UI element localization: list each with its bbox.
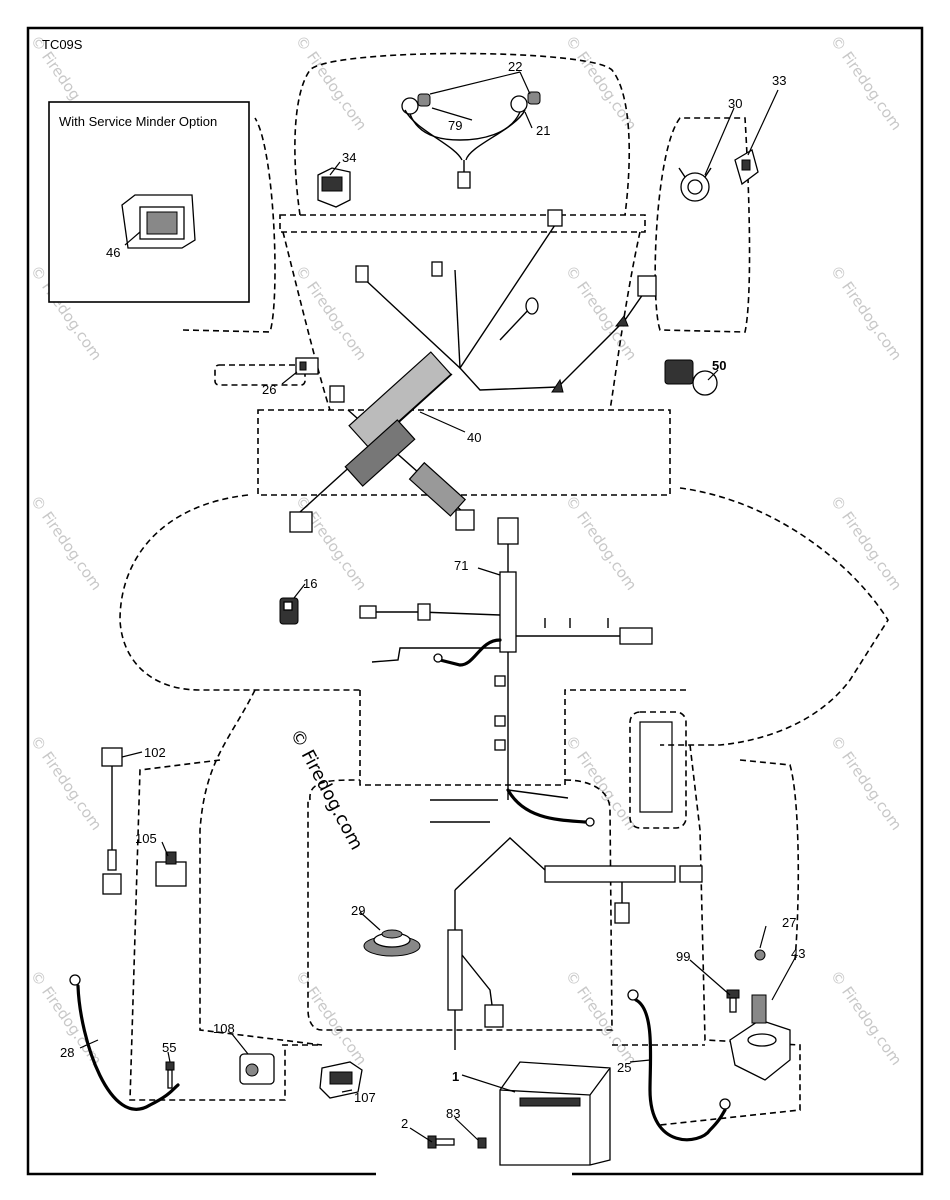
watermark-tile: © Firedog.com [827, 492, 906, 594]
headlight-harness-icon [401, 91, 541, 189]
label-2: 2 [401, 1116, 408, 1131]
diagram-code: TC09S [42, 37, 83, 52]
plunger-switch-icon [664, 359, 718, 396]
leader-lines [79, 71, 796, 1143]
fuse-holder-outline [214, 364, 306, 386]
watermark-tile: © Firedog.com [27, 492, 106, 594]
label-79: 79 [448, 118, 462, 133]
watermark-tile: © Firedog.com [827, 732, 906, 834]
rubber-boot-icon [363, 929, 421, 957]
watermark-tile: © Firedog.com [27, 732, 106, 834]
label-1: 1 [452, 1069, 459, 1084]
watermark-tile: © Firedog.com [562, 262, 641, 364]
label-29: 29 [351, 903, 365, 918]
label-16: 16 [303, 576, 317, 591]
starter-solenoid-icon [239, 1053, 275, 1085]
fuel-tank-outline [629, 711, 687, 829]
battery-cable-icon [627, 989, 731, 1142]
label-30: 30 [728, 96, 742, 111]
chassis-harness [359, 517, 653, 827]
watermark-tile: © Firedog.com [827, 967, 906, 1069]
starter-motor-icon [726, 949, 791, 1081]
watermark-tile: © Firedog.com [827, 262, 906, 364]
ground-cable-icon [69, 974, 180, 1111]
label-71: 71 [454, 558, 468, 573]
label-26: 26 [262, 382, 276, 397]
label-99: 99 [676, 949, 690, 964]
watermark-tile: © Firedog.com [562, 32, 641, 134]
fuse-icon [295, 357, 319, 375]
label-34: 34 [342, 150, 356, 165]
bolt-icon [165, 1061, 175, 1089]
hour-meter-icon [121, 194, 196, 249]
label-107: 107 [354, 1090, 376, 1105]
label-25: 25 [617, 1060, 631, 1075]
relay-icon [279, 597, 299, 625]
label-55: 55 [162, 1040, 176, 1055]
switch-harness-icon [101, 747, 123, 895]
label-33: 33 [772, 73, 786, 88]
inset-title: With Service Minder Option [59, 114, 217, 129]
label-108: 108 [213, 1021, 235, 1036]
watermark-tile: © Firedog.com [562, 732, 641, 834]
label-21: 21 [536, 123, 550, 138]
label-22: 22 [508, 59, 522, 74]
label-83: 83 [446, 1106, 460, 1121]
label-43: 43 [791, 946, 805, 961]
label-40: 40 [467, 430, 481, 445]
part-labels: 22 79 21 30 33 34 46 50 26 40 71 16 102 … [60, 59, 805, 1131]
regulator-icon [319, 1061, 363, 1099]
main-wire-harness [289, 209, 657, 533]
switch-icon [317, 167, 351, 208]
watermark-tile: © Firedog.com [827, 32, 906, 134]
label-105: 105 [135, 831, 157, 846]
label-46: 46 [106, 245, 120, 260]
watermark-tile: © Firedog.com [292, 967, 371, 1069]
nut-icon [477, 1137, 487, 1149]
ignition-switch-icon [678, 167, 712, 202]
service-minder-inset: With Service Minder Option [48, 101, 250, 303]
watermark-tile: © Firedog.com [562, 492, 641, 594]
battery-icon [499, 1061, 611, 1166]
frame-gap [376, 1168, 572, 1178]
label-102: 102 [144, 745, 166, 760]
rear-harness [447, 837, 703, 1050]
label-28: 28 [60, 1045, 74, 1060]
seat-switch-icon [155, 851, 187, 887]
label-50: 50 [712, 358, 726, 373]
label-27: 27 [782, 915, 796, 930]
center-watermark: © Firedog.com [286, 725, 367, 853]
interlock-switch-icon [734, 149, 759, 186]
watermark-tile: © Firedog.com [562, 967, 641, 1069]
